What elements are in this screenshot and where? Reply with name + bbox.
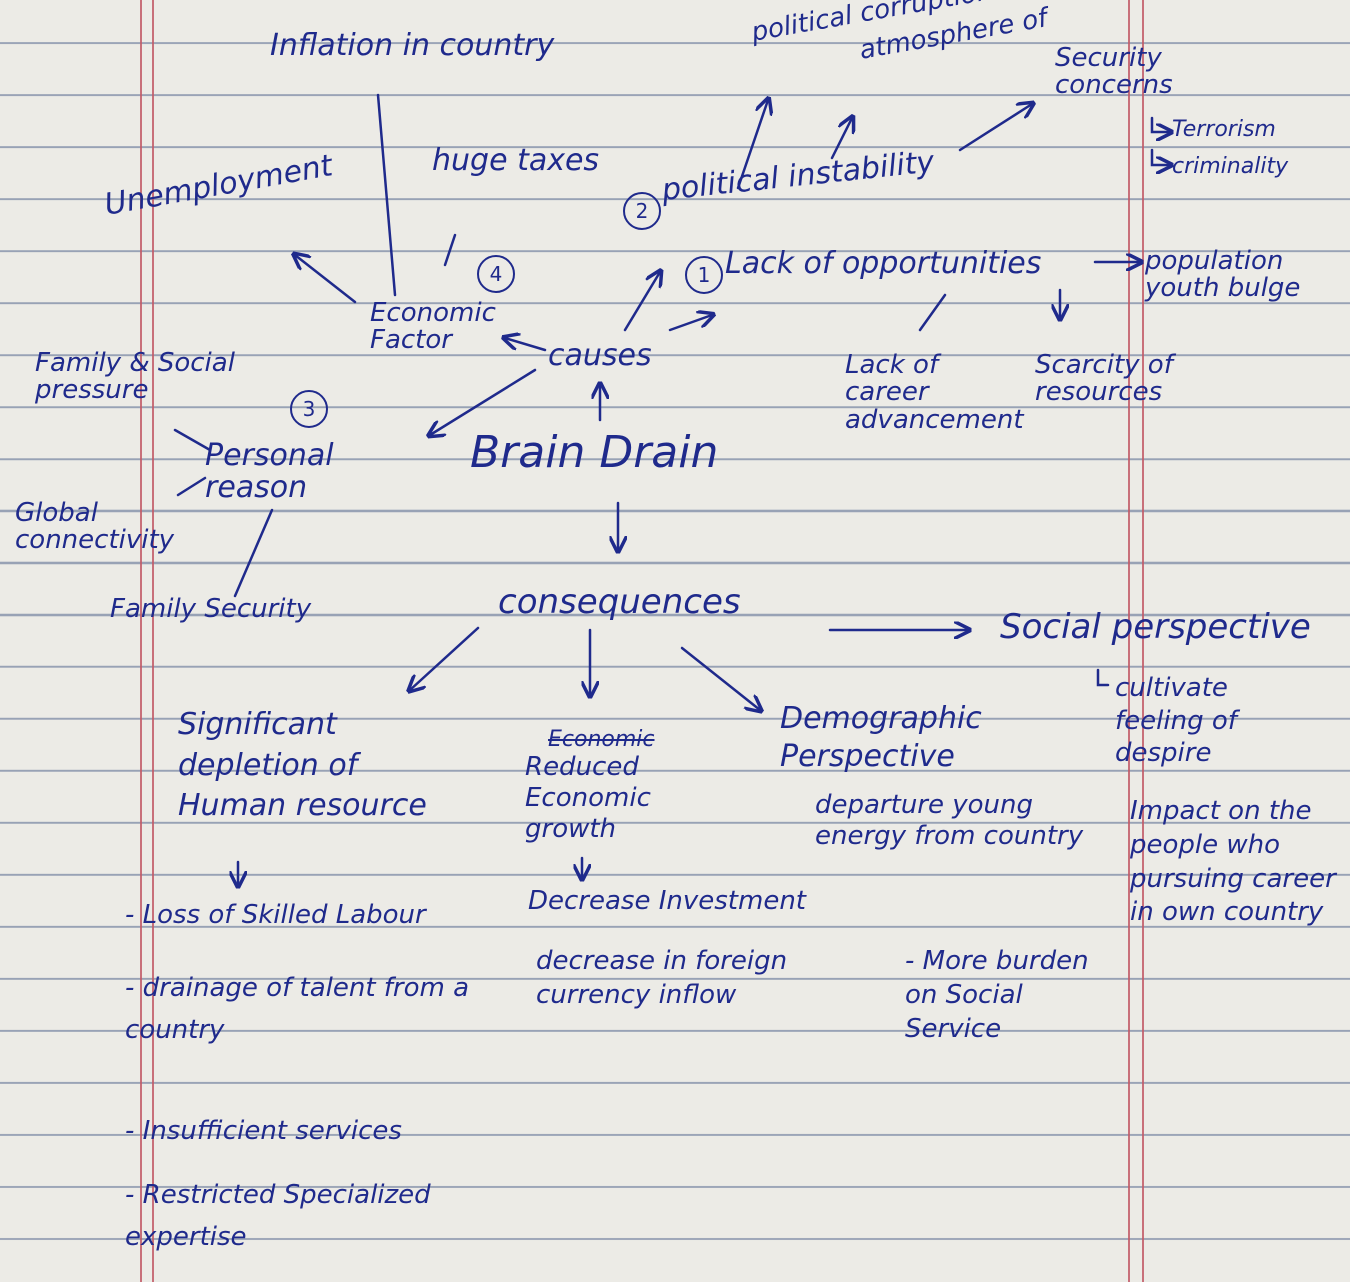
family-social-pressure-item: Family & Social pressure [35, 348, 235, 406]
line-to-taxes [443, 233, 457, 267]
arrow-to-atmosphere [830, 118, 852, 160]
social-item-2: Impact on the people who pursuing career… [1130, 796, 1336, 928]
consequences-label: consequences [498, 582, 741, 622]
personal-reason-label: Personal reason [205, 438, 334, 505]
personal-number: 3 [290, 390, 328, 428]
social-perspective-title: Social perspective [1000, 607, 1311, 647]
arrow-to-criminality [1150, 148, 1170, 165]
left-margin-line [140, 0, 142, 1282]
family-security-item: Family Security [110, 594, 312, 624]
demographic-title: Demographic Perspective [780, 701, 982, 774]
line-to-inflation [376, 93, 397, 297]
arrow-to-human [410, 626, 480, 690]
arrow-to-political [623, 272, 660, 332]
demographic-item-1: departure young energy from country [815, 790, 1084, 852]
line-family-security [233, 508, 274, 598]
security-item: Security concerns [1055, 43, 1173, 101]
line-to-career [918, 293, 947, 332]
human-resource-title: Significant depletion of Human resource [178, 707, 427, 823]
human-item-2: - drainage of talent from a country [125, 973, 470, 1045]
economic-item-1: Decrease Investment [528, 886, 807, 916]
arrow-to-security [958, 104, 1032, 152]
demographic-item-2: - More burden on Social Service [905, 946, 1089, 1044]
global-connectivity-item: Global connectivity [15, 498, 175, 556]
population-item: population youth bulge [1145, 246, 1301, 304]
economic-number: 4 [477, 255, 515, 293]
social-item-1: cultivate feeling of despire [1115, 673, 1237, 768]
social-hook [1096, 668, 1110, 687]
arrow-to-unemployment [295, 255, 357, 304]
arrow-to-personal [430, 368, 537, 435]
human-item-3: - Insufficient services [125, 1116, 402, 1146]
causes-label: causes [548, 338, 652, 373]
left-margin-line-2 [152, 0, 154, 1282]
scarcity-item: Scarcity of resources [1035, 350, 1173, 408]
economic-item-2: decrease in foreign currency inflow [536, 946, 788, 1010]
arrow-to-opportunities [668, 315, 712, 332]
taxes-item: huge taxes [432, 143, 600, 178]
lack-of-opportunities-label: Lack of opportunities [725, 246, 1042, 281]
criminality-item: criminality [1172, 154, 1289, 179]
right-margin-line [1128, 0, 1130, 1282]
line-global-connectivity [176, 476, 207, 497]
opportunities-number: 1 [685, 256, 723, 294]
line-family-pressure [173, 428, 212, 452]
economic-factor-label: Economic Factor [370, 298, 496, 356]
economic-struck-word: Economic [548, 727, 655, 752]
inflation-item: Inflation in country [270, 28, 555, 63]
political-number: 2 [623, 192, 661, 230]
economic-growth-title: Reduced Economic growth [525, 752, 651, 845]
human-item-4: - Restricted Specialized expertise [125, 1180, 431, 1252]
arrow-to-economic [505, 338, 547, 352]
arrow-to-terrorism [1150, 116, 1170, 132]
right-margin-line-2 [1142, 0, 1144, 1282]
brain-drain-title: Brain Drain [470, 427, 719, 478]
career-item: Lack of career advancement [845, 350, 1024, 435]
human-item-1: - Loss of Skilled Labour [125, 900, 426, 930]
terrorism-item: Terrorism [1172, 117, 1276, 142]
arrow-to-demographic [680, 646, 760, 710]
arrow-to-corruption [736, 100, 768, 190]
